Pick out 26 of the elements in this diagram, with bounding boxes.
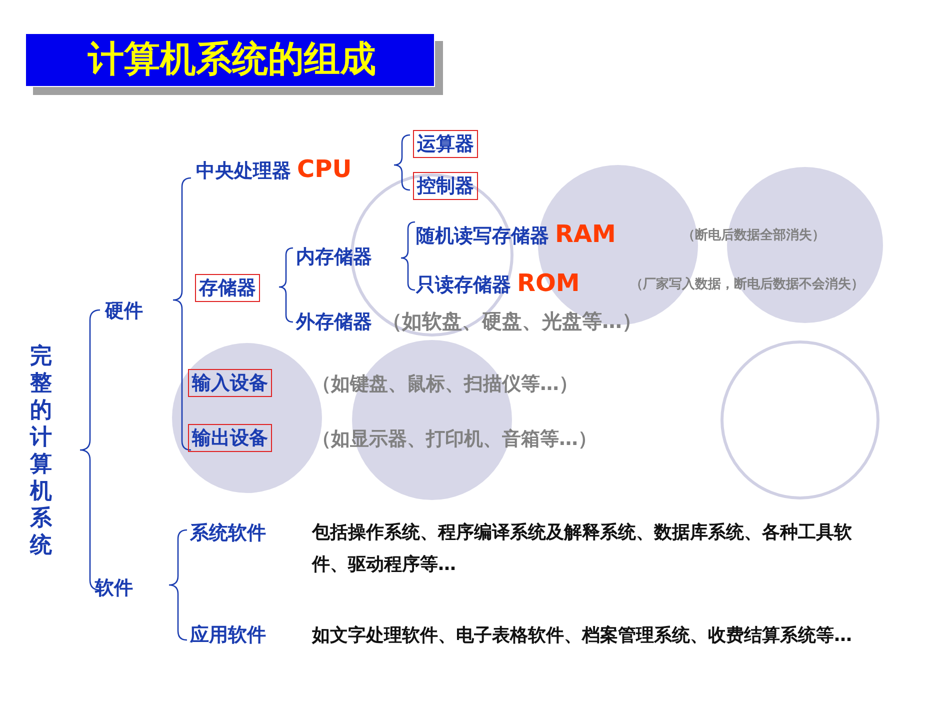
node-label: 外存储器 (296, 311, 372, 333)
note-text: （如显示器、打印机、音箱等…） (312, 427, 597, 452)
acronym-label: RAM (555, 220, 616, 248)
note-text: （断电后数据全部消失） (682, 226, 825, 244)
node-label: 硬件 (105, 300, 143, 322)
node-label: 内存储器 (296, 246, 372, 268)
node-label: 中央处理器 (196, 160, 291, 182)
boxed-label: 控制器 (413, 172, 478, 200)
node-label: 只读存储器 (416, 274, 511, 296)
description-text: 如文字处理软件、电子表格软件、档案管理系统、收费结算系统等… (312, 624, 853, 648)
note-text: （如软盘、硬盘、光盘等…） (382, 308, 642, 335)
node-label: 完整的计算机系统 (30, 343, 53, 559)
node-label: 随机读写存储器 (416, 225, 549, 247)
boxed-label: 运算器 (413, 130, 478, 158)
node-label: 软件 (95, 577, 133, 599)
title-banner: 计算机系统的组成 (25, 33, 435, 87)
note-text: （如键盘、鼠标、扫描仪等…） (312, 372, 578, 397)
note-text: （厂家写入数据，断电后数据不会消失） (630, 276, 864, 293)
acronym-label: CPU (297, 155, 352, 183)
node-label: 系统软件 (190, 522, 266, 544)
boxed-label: 输入设备 (188, 369, 272, 397)
acronym-label: ROM (517, 269, 580, 297)
boxed-label: 输出设备 (188, 424, 272, 452)
description-text: 包括操作系统、程序编译系统及解释系统、数据库系统、各种工具软件、驱动程序等… (312, 521, 853, 577)
boxed-label: 存储器 (195, 274, 260, 302)
node-label: 应用软件 (190, 624, 266, 646)
